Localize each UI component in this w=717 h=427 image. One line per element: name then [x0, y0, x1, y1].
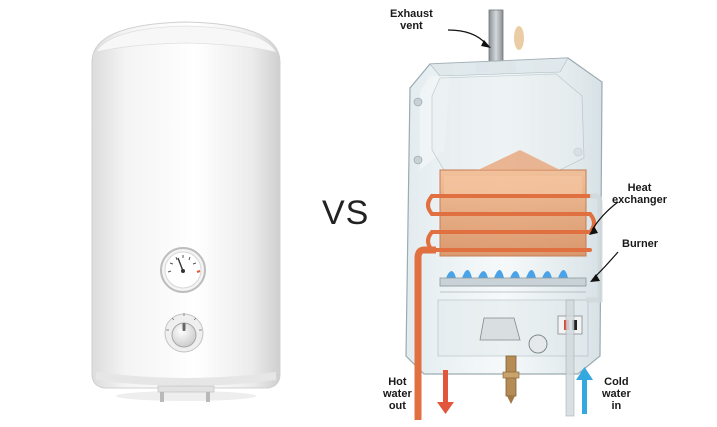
combustion-hood: [432, 74, 584, 170]
heat-exchanger-label: Heat exchanger: [612, 182, 667, 206]
burner-label: Burner: [622, 238, 658, 250]
exhaust-callout: [448, 30, 486, 44]
hot-water-out-label: Hot water out: [383, 376, 412, 412]
hot-water-arrow: [437, 370, 454, 414]
vent-flap: [514, 26, 524, 50]
exhaust-vent-label: Exhaust vent: [390, 8, 433, 32]
exhaust-vent-pipe: [489, 10, 503, 64]
gas-valve: [480, 318, 520, 340]
burner-manifold: [440, 278, 586, 286]
cold-water-in-label: Cold water in: [602, 376, 631, 412]
control-dial: [529, 335, 547, 353]
